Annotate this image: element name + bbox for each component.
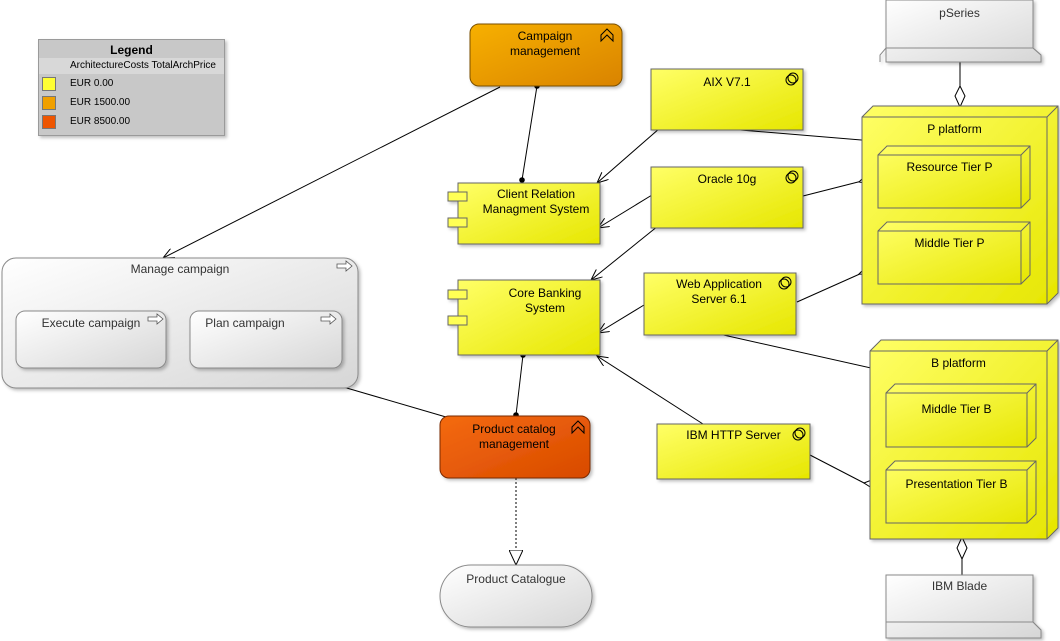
legend-title: Legend bbox=[110, 43, 153, 57]
legend-item: EUR 8500.00 bbox=[39, 112, 224, 131]
product-catalog-management-label: Product catalog management bbox=[472, 422, 556, 451]
campaign-management-process[interactable] bbox=[469, 23, 623, 87]
presentation-tier-b-label: Presentation Tier B bbox=[905, 477, 1008, 491]
legend-item-label: EUR 0.00 bbox=[70, 78, 114, 89]
legend-subtitle: ArchitectureCosts TotalArchPrice bbox=[39, 58, 224, 74]
conn-http-to-core bbox=[597, 356, 704, 425]
ibm-blade-label: IBM Blade bbox=[931, 579, 988, 593]
client-relation-label: Client Relation Managment System bbox=[482, 187, 590, 216]
client-relation-component[interactable] bbox=[447, 182, 601, 245]
legend-swatch bbox=[42, 114, 56, 129]
conn-webapp-to-middlep bbox=[796, 272, 863, 303]
product-catalog-management-process[interactable] bbox=[439, 415, 591, 479]
conn-aix-to-crm bbox=[597, 127, 661, 183]
plan-campaign-service[interactable] bbox=[189, 310, 343, 369]
resource-tier-p-label: Resource Tier P bbox=[906, 160, 993, 174]
conn-oracle-to-core bbox=[591, 225, 659, 280]
web-app-server-label: Web Application Server 6.1 bbox=[676, 277, 762, 306]
aix-system-software[interactable] bbox=[650, 68, 804, 131]
middle-tier-b-label: Middle Tier B bbox=[921, 402, 992, 416]
legend: Legend ArchitectureCosts TotalArchPrice … bbox=[38, 39, 225, 136]
conn-campaign-to-manage bbox=[163, 86, 501, 258]
presentation-tier-b-node[interactable] bbox=[885, 460, 1037, 524]
execute-campaign-label: Execute campaign bbox=[41, 316, 141, 330]
p-platform-label: P platform bbox=[927, 122, 982, 136]
aix-label: AIX V7.1 bbox=[703, 75, 751, 89]
b-platform-label: B platform bbox=[931, 356, 986, 370]
legend-item: EUR 0.00 bbox=[39, 74, 224, 93]
ibm-blade-device[interactable] bbox=[885, 574, 1042, 639]
conn-campaign-to-crm bbox=[521, 85, 538, 181]
manage-campaign-label: Manage campaign bbox=[130, 262, 230, 276]
ibm-http-server-label: IBM HTTP Server bbox=[686, 428, 781, 442]
middle-tier-p-node[interactable] bbox=[877, 221, 1031, 285]
conn-http-to-presb bbox=[809, 454, 867, 485]
middle-tier-p-label: Middle Tier P bbox=[914, 236, 985, 250]
conn-oracle-to-resource bbox=[802, 180, 863, 197]
campaign-management-label: Campaign management bbox=[509, 29, 581, 58]
core-banking-label: Core Banking System bbox=[508, 286, 582, 315]
core-banking-component[interactable] bbox=[447, 279, 601, 356]
oracle-label: Oracle 10g bbox=[697, 172, 757, 186]
legend-item: EUR 1500.00 bbox=[39, 93, 224, 112]
conn-core-to-product-catalog bbox=[515, 354, 524, 416]
ibm-http-server-system-software[interactable] bbox=[656, 423, 811, 480]
legend-swatch bbox=[42, 95, 56, 110]
pseries-label: pSeries bbox=[939, 6, 980, 20]
product-catalogue-label: Product Catalogue bbox=[466, 572, 566, 586]
conn-oracle-to-crm bbox=[598, 194, 653, 228]
oracle-system-software[interactable] bbox=[650, 166, 804, 229]
legend-item-label: EUR 8500.00 bbox=[70, 116, 131, 127]
legend-swatch bbox=[42, 76, 56, 91]
legend-item-label: EUR 1500.00 bbox=[70, 97, 131, 108]
web-app-server-system-software[interactable] bbox=[643, 272, 797, 336]
product-catalogue-object[interactable] bbox=[439, 564, 593, 628]
conn-webapp-to-core bbox=[598, 304, 645, 333]
pseries-device[interactable] bbox=[879, 0, 1042, 63]
resource-tier-p-node[interactable] bbox=[877, 145, 1031, 209]
middle-tier-b-node[interactable] bbox=[885, 383, 1037, 448]
plan-campaign-label: Plan campaign bbox=[205, 316, 285, 330]
execute-campaign-service[interactable] bbox=[15, 310, 167, 369]
